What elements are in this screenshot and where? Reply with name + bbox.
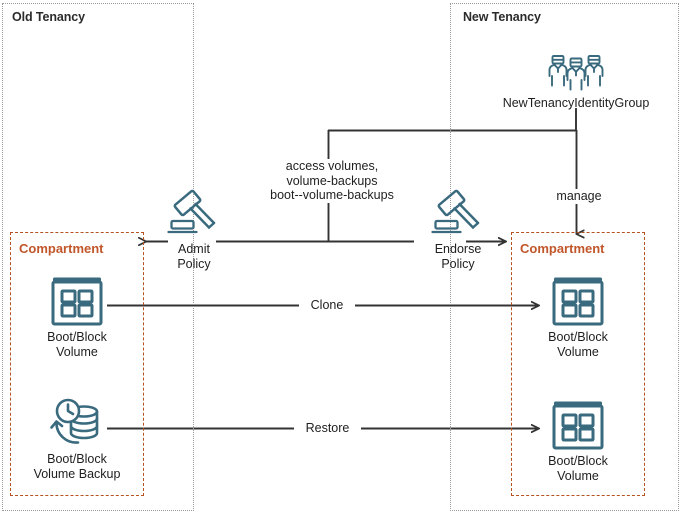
tenancy-old: [2, 3, 194, 511]
compartment-old-title: Compartment: [19, 241, 104, 256]
node-identity-group[interactable]: NewTenancyIdentityGroup: [476, 52, 676, 111]
tenancy-new-title: New Tenancy: [463, 10, 541, 24]
node-new-volume-restore[interactable]: Boot/Block Volume: [528, 396, 628, 483]
node-old-volume-label: Boot/Block Volume: [47, 330, 107, 359]
node-old-volume-backup-label: Boot/Block Volume Backup: [33, 452, 121, 481]
node-old-volume[interactable]: Boot/Block Volume: [27, 272, 127, 359]
edge-label-manage: manage: [543, 189, 615, 204]
node-old-volume-backup[interactable]: Boot/Block Volume Backup: [17, 396, 137, 481]
node-endorse-policy[interactable]: Endorse Policy: [418, 186, 498, 271]
edge-label-restore: Restore: [294, 421, 361, 436]
block-volume-icon: [49, 272, 105, 328]
node-endorse-policy-label: Endorse Policy: [434, 242, 482, 271]
gavel-icon: [167, 186, 221, 240]
node-identity-group-label: NewTenancyIdentityGroup: [502, 96, 650, 110]
node-admit-policy-label: Admit Policy: [177, 242, 211, 271]
edge-label-permissions: access volumes, volume-backups boot--vol…: [241, 159, 423, 203]
compartment-old: [10, 232, 144, 496]
tenancy-new: [450, 3, 679, 511]
block-volume-icon: [550, 396, 606, 452]
node-new-volume-clone-label: Boot/Block Volume: [548, 330, 608, 359]
gavel-icon: [431, 186, 485, 240]
compartment-new: [511, 232, 645, 496]
node-new-volume-restore-label: Boot/Block Volume: [548, 454, 608, 483]
block-volume-icon: [550, 272, 606, 328]
node-new-volume-clone[interactable]: Boot/Block Volume: [528, 272, 628, 359]
compartment-new-title: Compartment: [520, 241, 605, 256]
tenancy-old-title: Old Tenancy: [12, 10, 85, 24]
users-group-icon: [547, 52, 605, 94]
node-admit-policy[interactable]: Admit Policy: [154, 186, 234, 271]
edge-label-clone: Clone: [299, 298, 355, 313]
volume-backup-icon: [47, 396, 107, 450]
